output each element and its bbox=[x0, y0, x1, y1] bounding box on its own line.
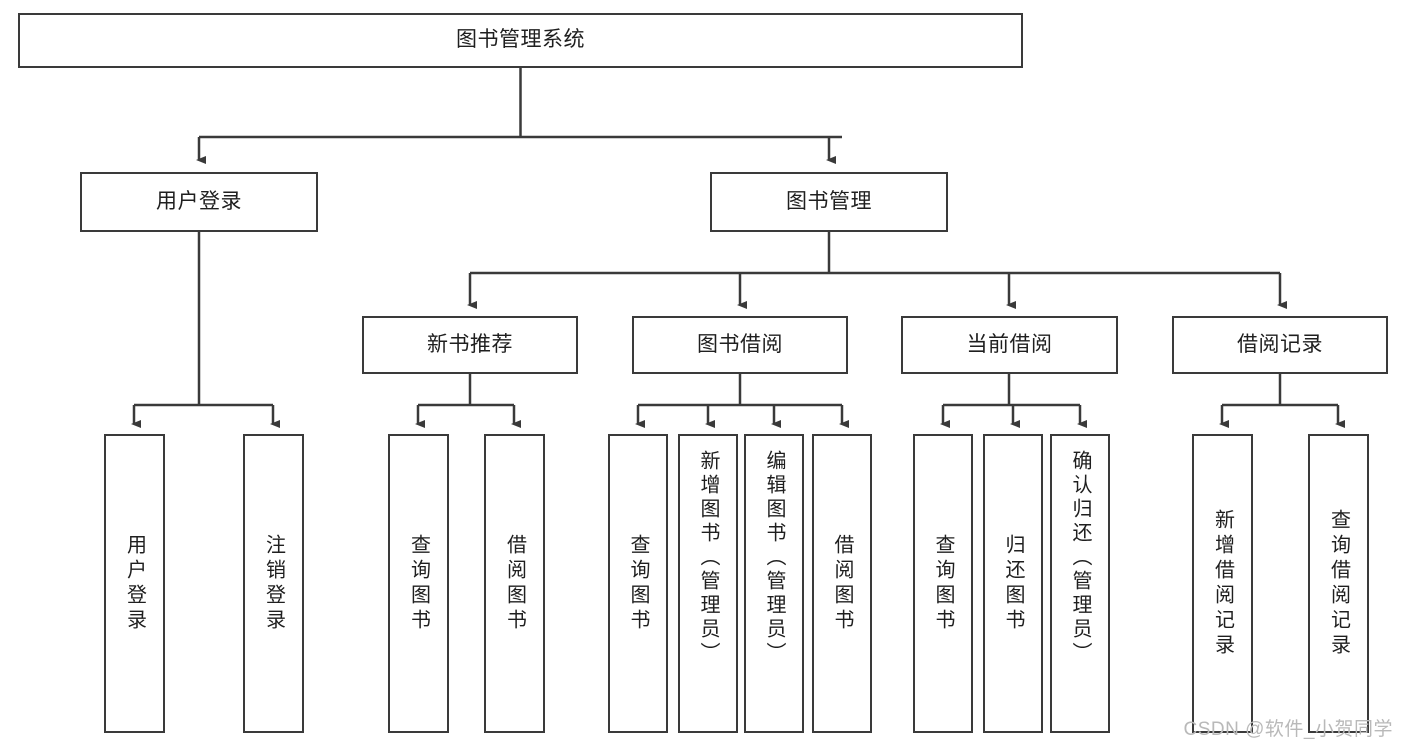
node-borrow-records-label: 借阅记录 bbox=[1237, 332, 1323, 356]
node-leaf-confirm-return[interactable]: 确认归还（管理员） bbox=[1050, 434, 1110, 733]
node-book-management[interactable]: 图书管理 bbox=[710, 172, 948, 232]
node-leaf-query-borrow-record[interactable]: 查询借阅记录 bbox=[1308, 434, 1369, 733]
node-leaf-query-book-1-label: 查询图书 bbox=[407, 533, 430, 634]
node-leaf-user-login[interactable]: 用户登录 bbox=[104, 434, 165, 733]
node-current-borrow-label: 当前借阅 bbox=[966, 332, 1053, 356]
node-user-login[interactable]: 用户登录 bbox=[80, 172, 318, 232]
node-book-borrow-label: 图书借阅 bbox=[697, 332, 783, 356]
node-borrow-records[interactable]: 借阅记录 bbox=[1172, 316, 1388, 374]
watermark-text: CSDN @软件_小贺同学 bbox=[1183, 719, 1393, 740]
node-leaf-query-book-3[interactable]: 查询图书 bbox=[913, 434, 973, 733]
node-leaf-confirm-return-label: 确认归还（管理员） bbox=[1069, 450, 1091, 666]
node-leaf-logout[interactable]: 注销登录 bbox=[243, 434, 304, 733]
node-leaf-borrow-book-1[interactable]: 借阅图书 bbox=[484, 434, 545, 733]
node-new-book-recommend-label: 新书推荐 bbox=[427, 332, 513, 356]
node-leaf-query-borrow-record-label: 查询借阅记录 bbox=[1327, 508, 1350, 659]
node-leaf-borrow-book-2[interactable]: 借阅图书 bbox=[812, 434, 872, 733]
node-leaf-edit-book-label: 编辑图书（管理员） bbox=[763, 450, 785, 666]
node-leaf-return-book[interactable]: 归还图书 bbox=[983, 434, 1043, 733]
node-leaf-add-borrow-record[interactable]: 新增借阅记录 bbox=[1192, 434, 1253, 733]
node-root[interactable]: 图书管理系统 bbox=[18, 13, 1023, 68]
node-leaf-user-login-label: 用户登录 bbox=[123, 533, 146, 634]
node-user-login-label: 用户登录 bbox=[156, 189, 242, 213]
node-root-label: 图书管理系统 bbox=[456, 28, 585, 52]
node-leaf-add-book-label: 新增图书（管理员） bbox=[697, 450, 719, 666]
node-leaf-borrow-book-2-label: 借阅图书 bbox=[831, 533, 853, 634]
node-leaf-logout-label: 注销登录 bbox=[262, 533, 285, 634]
node-leaf-add-borrow-record-label: 新增借阅记录 bbox=[1211, 508, 1234, 659]
node-leaf-query-book-2-label: 查询图书 bbox=[627, 533, 649, 634]
node-leaf-query-book-3-label: 查询图书 bbox=[932, 533, 954, 634]
node-book-management-label: 图书管理 bbox=[786, 189, 872, 213]
node-leaf-query-book-1[interactable]: 查询图书 bbox=[388, 434, 449, 733]
node-leaf-query-book-2[interactable]: 查询图书 bbox=[608, 434, 668, 733]
node-book-borrow[interactable]: 图书借阅 bbox=[632, 316, 848, 374]
node-leaf-edit-book[interactable]: 编辑图书（管理员） bbox=[744, 434, 804, 733]
node-leaf-return-book-label: 归还图书 bbox=[1002, 533, 1024, 634]
node-new-book-recommend[interactable]: 新书推荐 bbox=[362, 316, 578, 374]
node-current-borrow[interactable]: 当前借阅 bbox=[901, 316, 1118, 374]
node-leaf-borrow-book-1-label: 借阅图书 bbox=[503, 533, 526, 634]
node-leaf-add-book[interactable]: 新增图书（管理员） bbox=[678, 434, 738, 733]
